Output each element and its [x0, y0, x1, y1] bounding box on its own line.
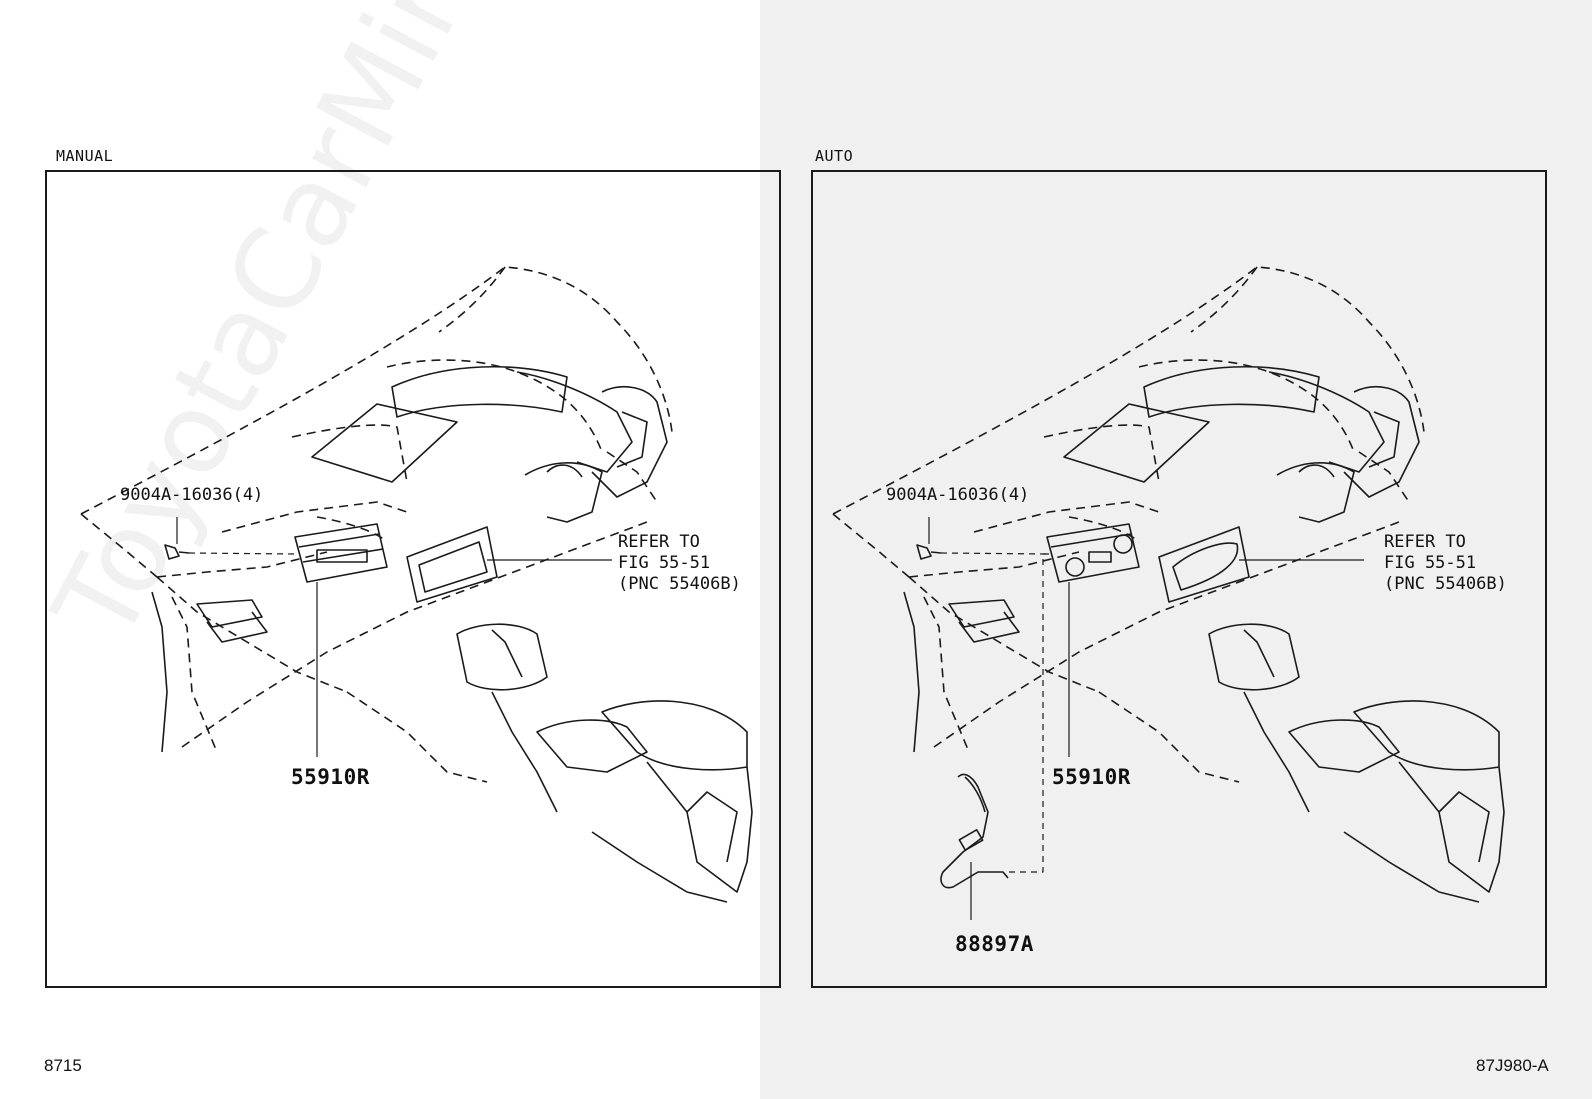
auto-harness	[940, 773, 1009, 889]
auto-console-solids	[903, 365, 1505, 903]
auto-panel	[811, 170, 1547, 988]
manual-leader-lines	[176, 517, 612, 757]
manual-climate-unit	[294, 523, 388, 583]
auto-bezel	[1158, 526, 1250, 603]
auto-panel-label: AUTO	[815, 147, 854, 165]
auto-refer-line2: FIG 55-51	[1384, 553, 1477, 573]
manual-dashboard-outline	[80, 266, 673, 783]
auto-fastener-label: 9004A-16036(4)	[886, 485, 1030, 505]
manual-refer-line3: (PNC 55406B)	[618, 574, 741, 594]
manual-panel-label: MANUAL	[56, 147, 114, 165]
auto-harness-part-number: 88897A	[955, 932, 1034, 956]
auto-refer-line1: REFER TO	[1384, 532, 1466, 552]
auto-dashboard-outline	[832, 266, 1425, 783]
manual-fastener-label: 9004A-16036(4)	[120, 485, 264, 505]
manual-console-solids	[151, 365, 753, 903]
auto-climate-unit	[1046, 523, 1140, 583]
manual-dashboard-drawing	[80, 266, 753, 903]
footer-page-code: 8715	[44, 1056, 82, 1075]
auto-dashboard-drawing	[832, 266, 1505, 920]
footer-figure-code: 87J980-A	[1476, 1056, 1549, 1075]
auto-section-background	[760, 0, 1592, 1099]
manual-fastener-clip	[164, 544, 190, 560]
auto-part-number: 55910R	[1052, 765, 1131, 789]
auto-leader-lines	[928, 517, 1364, 920]
manual-part-number: 55910R	[291, 765, 370, 789]
auto-refer-line3: (PNC 55406B)	[1384, 574, 1507, 594]
manual-bezel	[406, 526, 498, 603]
manual-refer-line1: REFER TO	[618, 532, 700, 552]
manual-refer-line2: FIG 55-51	[618, 553, 711, 573]
auto-fastener-clip	[916, 544, 942, 560]
manual-panel	[45, 170, 781, 988]
